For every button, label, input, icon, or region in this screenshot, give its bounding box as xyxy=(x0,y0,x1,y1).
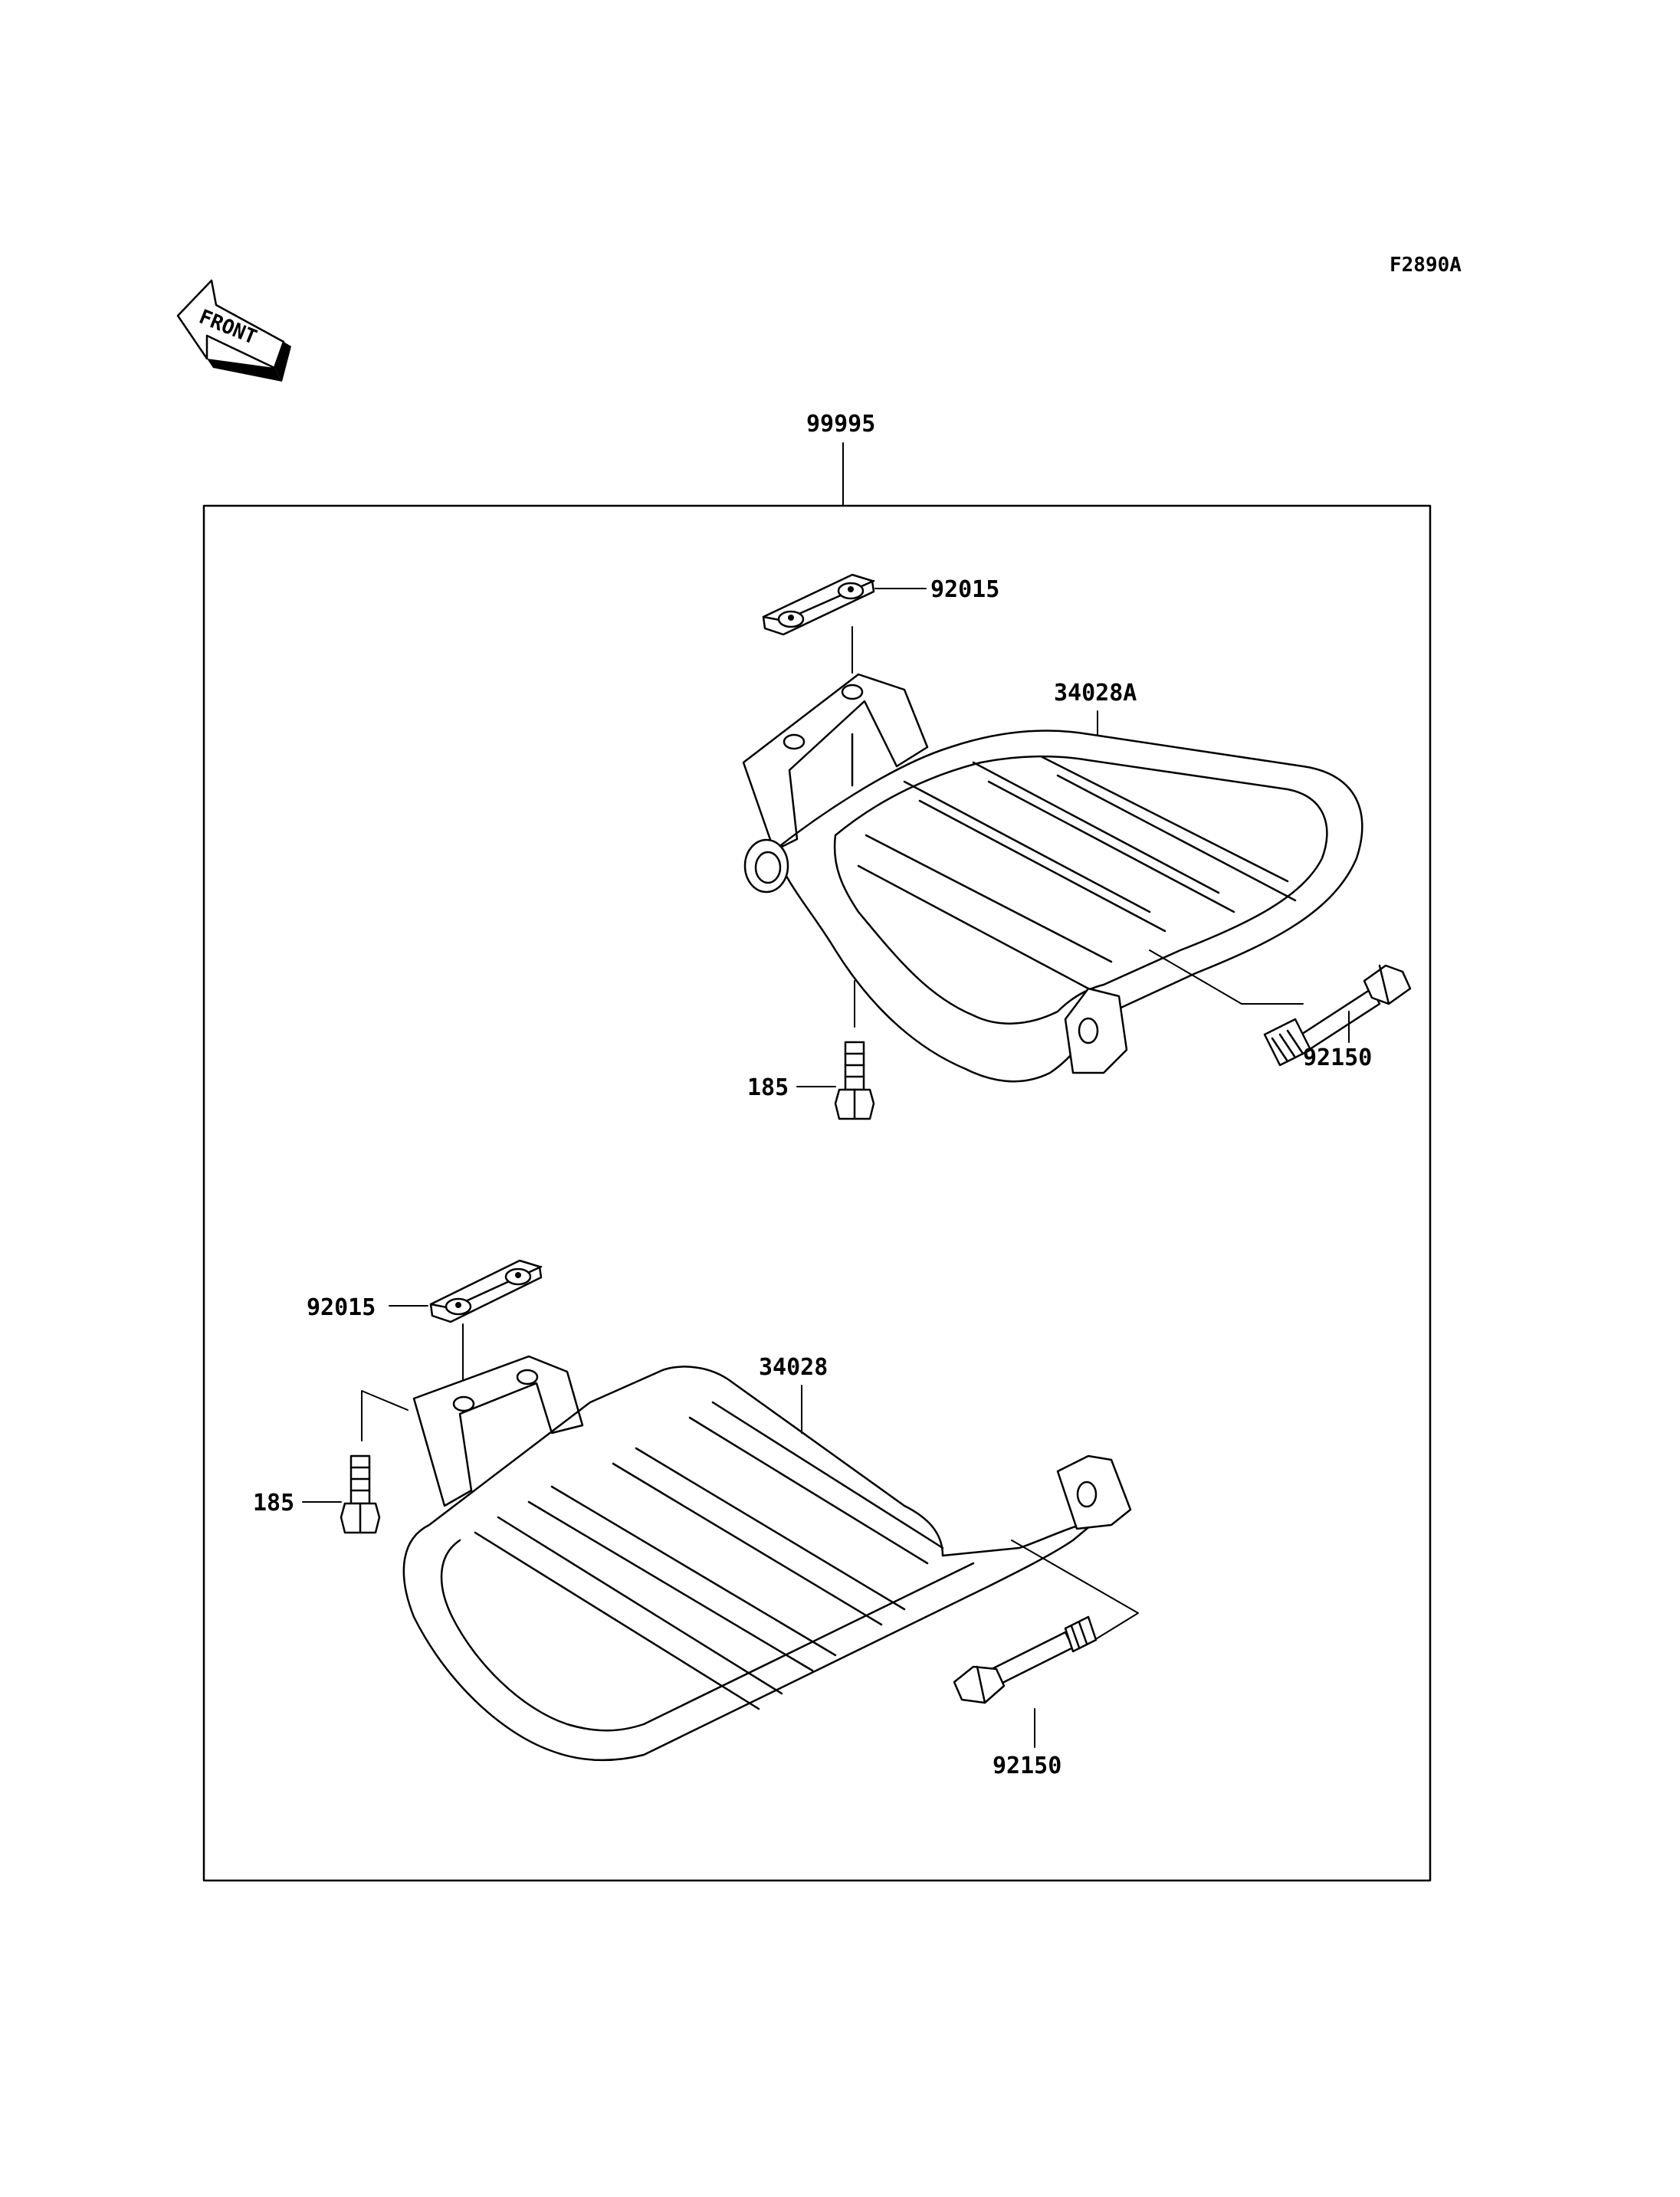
callout-kit: 99995 xyxy=(806,411,875,438)
callout-bracket-plate-lower: 92015 xyxy=(307,1294,376,1321)
callout-bolt-short-lower: 185 xyxy=(253,1490,294,1517)
carrier-upper xyxy=(742,673,1363,1083)
figure-code: F2890A xyxy=(1390,254,1462,277)
leader-bolt-to-tab xyxy=(1149,949,1304,1005)
upper-assembly: 92015 340 xyxy=(742,573,1412,1120)
lower-assembly: 92015 34028 xyxy=(253,1259,1139,1779)
callout-carrier-lower: 34028 xyxy=(759,1354,828,1381)
leader-bolt-short-lower-up xyxy=(361,1390,409,1441)
kit-border xyxy=(202,504,1432,1882)
callout-carrier-upper: 34028A xyxy=(1054,680,1137,707)
bolt-long-lower xyxy=(953,1615,1098,1704)
bolt-short-upper xyxy=(834,1041,875,1120)
bolt-short-lower xyxy=(340,1454,381,1534)
bracket-plate-upper xyxy=(762,573,875,636)
carrier-lower xyxy=(402,1355,1132,1762)
callout-bolt-short-upper: 185 xyxy=(747,1074,789,1101)
callout-bolt-long-upper: 92150 xyxy=(1303,1044,1372,1071)
bracket-plate-lower xyxy=(429,1259,543,1323)
callout-bracket-plate-upper: 92015 xyxy=(930,576,999,603)
callout-bolt-long-lower: 92150 xyxy=(993,1753,1061,1779)
bolt-long-upper xyxy=(1263,964,1412,1067)
front-arrow-icon: FRONT xyxy=(176,279,291,382)
leader-bolt-to-tab-lower xyxy=(1011,1540,1139,1644)
